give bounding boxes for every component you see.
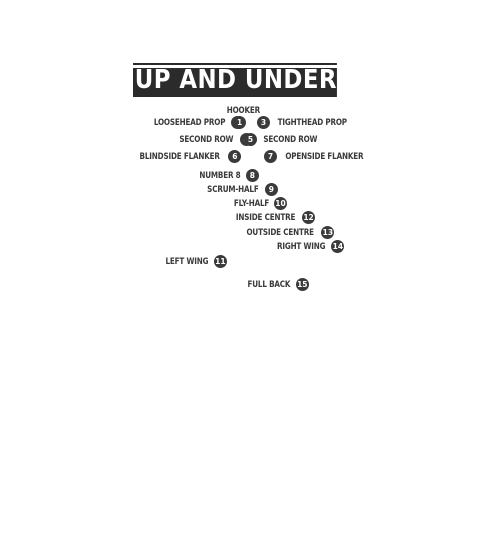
position-label: FLY-HALF [233, 198, 270, 208]
position-label: RIGHT WING [276, 241, 326, 251]
position-loosehead-prop: LOOSEHEAD PROP 1 [148, 115, 247, 129]
position-number-badge: 13 [321, 225, 335, 239]
position-outside-centre: OUTSIDE CENTRE 13 [241, 225, 335, 239]
position-label: OUTSIDE CENTRE [246, 227, 314, 237]
position-label: HOOKER [226, 105, 261, 115]
position-number-badge: 10 [274, 196, 288, 210]
position-label: LEFT WING [165, 256, 209, 266]
position-inside-centre: INSIDE CENTRE 12 [231, 210, 316, 224]
position-second-row-right: 5 SECOND ROW [244, 132, 322, 146]
position-number-8: NUMBER 8 8 [196, 168, 259, 182]
position-label: SCRUM-HALF [207, 184, 259, 194]
position-left-wing: LEFT WING 11 [162, 254, 227, 268]
position-full-back: FULL BACK 15 [244, 277, 309, 291]
position-number-badge: 15 [295, 277, 309, 291]
position-label: FULL BACK [247, 279, 291, 289]
position-number-badge: 14 [331, 239, 345, 253]
position-number-badge: 11 [213, 254, 227, 268]
position-scrum-half: SCRUM-HALF 9 [203, 182, 278, 196]
position-fly-half: FLY-HALF 10 [231, 196, 288, 210]
title-stripe [133, 65, 339, 68]
position-blindside-flanker: BLINDSIDE FLANKER 6 [133, 149, 242, 163]
graphic-title: UP AND UNDER [133, 63, 337, 97]
position-number-badge: 8 [245, 168, 259, 182]
position-number-badge: 6 [228, 149, 242, 163]
position-label: SECOND ROW [263, 134, 318, 144]
position-number-badge: 9 [264, 182, 278, 196]
position-hooker-label-row: HOOKER [224, 103, 263, 117]
position-label: OPENSIDE FLANKER [285, 151, 364, 161]
position-second-row-left: SECOND ROW 4 [175, 132, 253, 146]
position-label: SECOND ROW [179, 134, 234, 144]
position-label: TIGHTHEAD PROP [277, 117, 347, 127]
position-number-badge: 7 [264, 149, 277, 163]
position-tighthead-prop: 3 TIGHTHEAD PROP [257, 115, 353, 129]
position-label: BLINDSIDE FLANKER [139, 151, 220, 161]
position-openside-flanker: 7 OPENSIDE FLANKER [264, 149, 370, 163]
position-right-wing: RIGHT WING 14 [273, 239, 345, 253]
position-number-badge: 5 [244, 132, 257, 146]
position-number-badge: 3 [257, 115, 270, 129]
position-label: NUMBER 8 [199, 170, 241, 180]
position-number-badge: 12 [302, 210, 316, 224]
position-label: INSIDE CENTRE [235, 212, 296, 222]
position-label: LOOSEHEAD PROP [153, 117, 226, 127]
position-number-badge: 1 [233, 115, 247, 129]
